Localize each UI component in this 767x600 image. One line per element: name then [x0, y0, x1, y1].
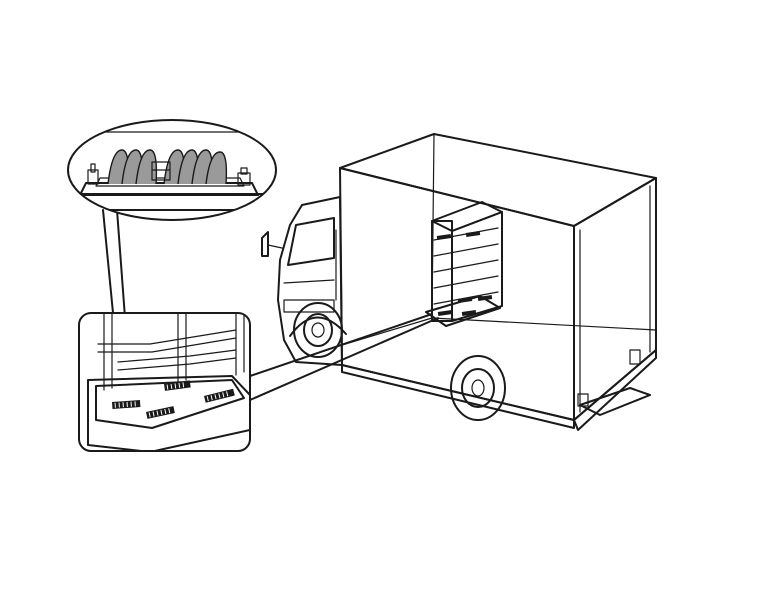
spring-detail-callout: [67, 119, 277, 221]
rack-shelves: [433, 227, 499, 305]
front-wheel: [289, 302, 347, 358]
rack-spring-dampers: [436, 231, 493, 316]
shelf-rack: [425, 201, 503, 327]
magnified-spring-dampers: [112, 380, 235, 419]
bolt-left: [87, 163, 99, 185]
truck-illustration: [261, 133, 657, 431]
rear-wheel: [450, 355, 506, 421]
coil-spring: [107, 149, 228, 185]
magnifier-callout: [78, 312, 251, 452]
cargo-box: [339, 133, 657, 431]
